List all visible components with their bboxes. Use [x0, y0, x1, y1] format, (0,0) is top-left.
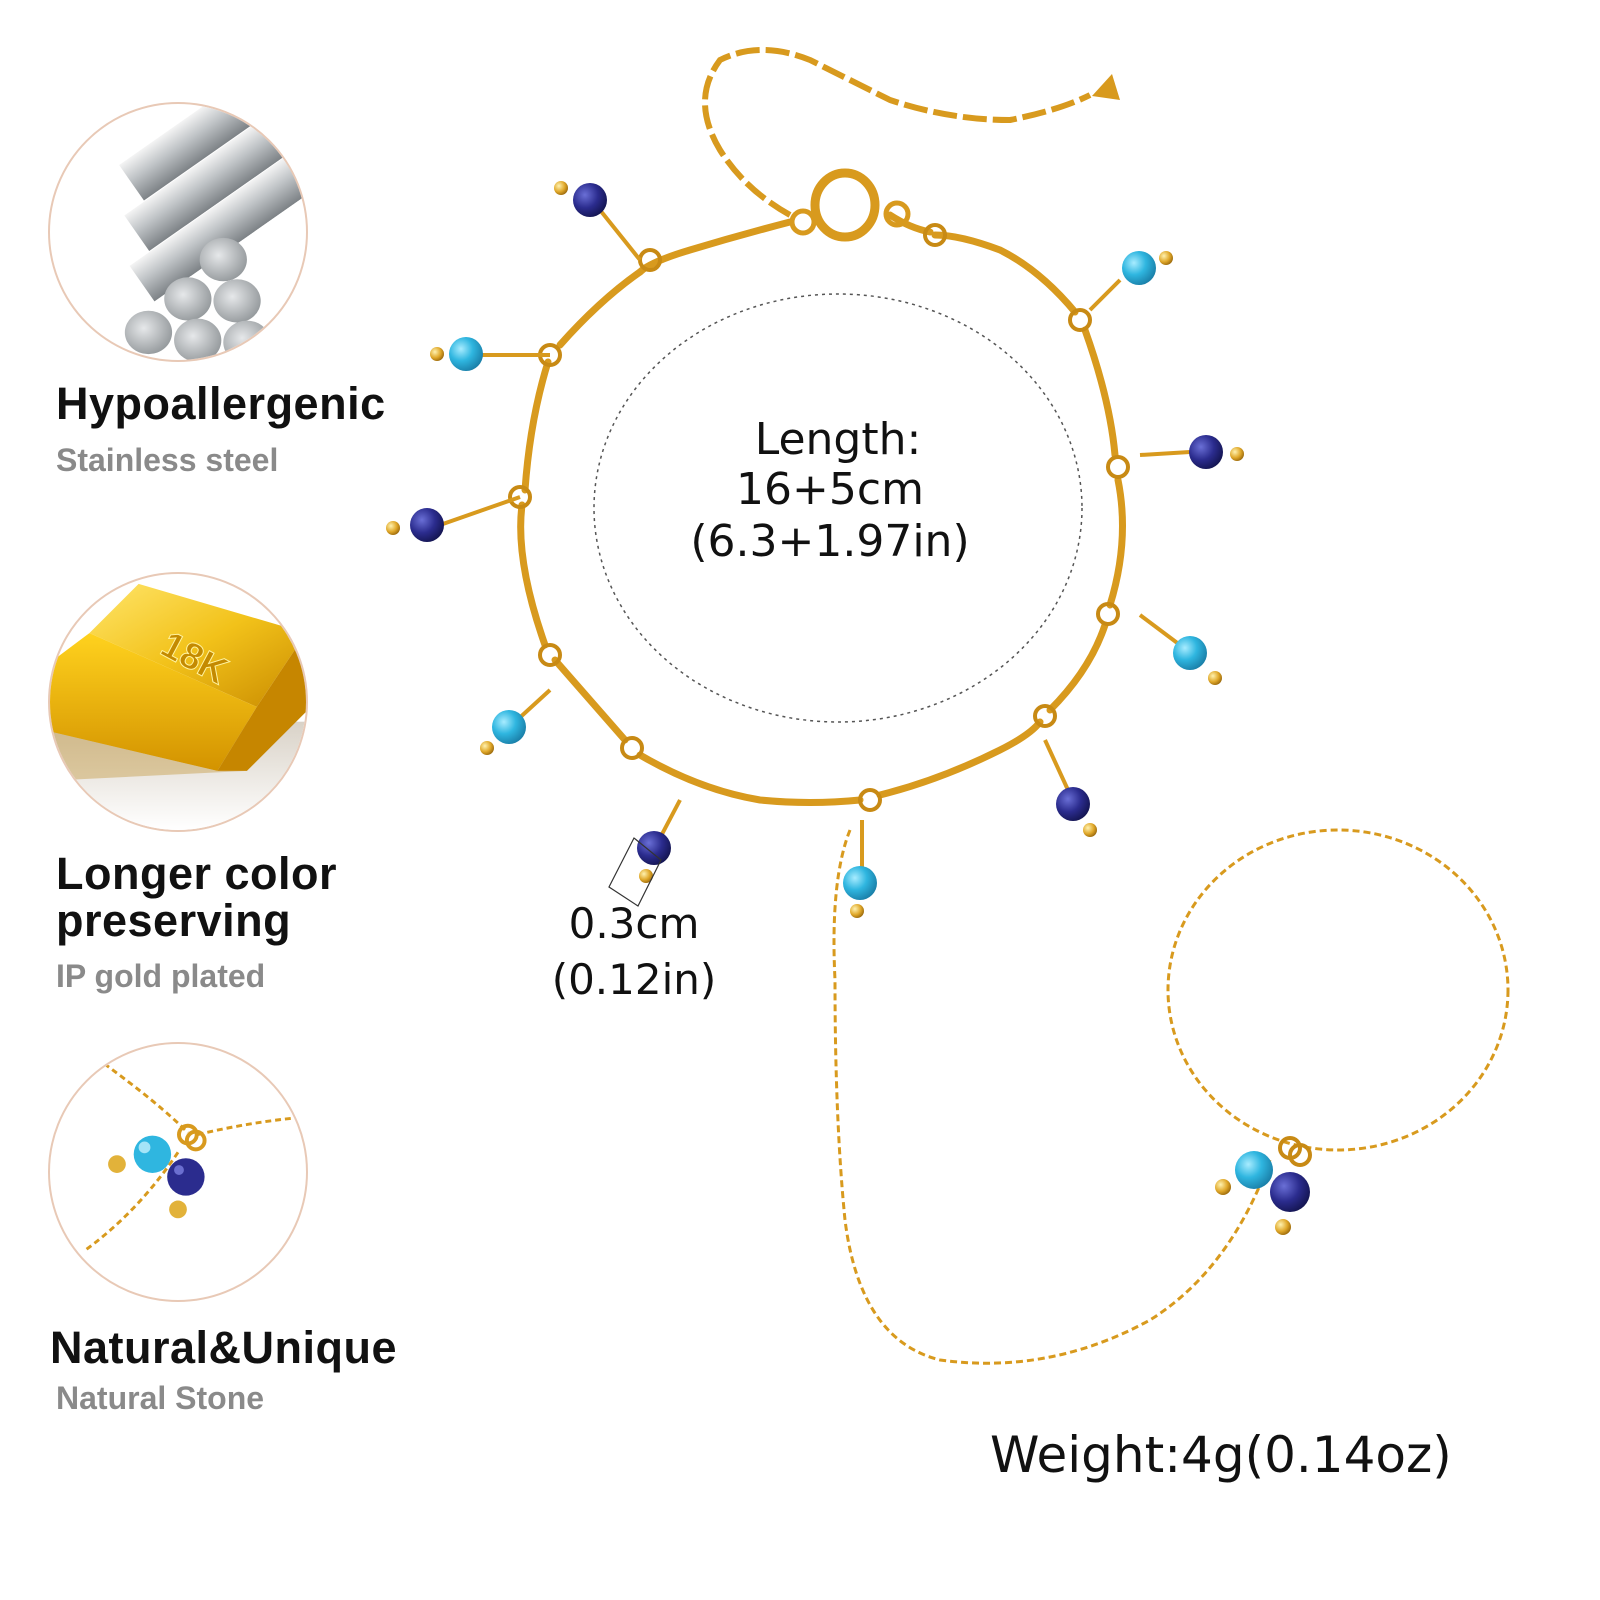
- bracelet-bar-chain: [517, 211, 1126, 806]
- feature-title-hypoallergenic: Hypoallergenic: [56, 378, 386, 429]
- length-label: Length:: [754, 414, 922, 465]
- extender-tip: [1092, 74, 1120, 100]
- finger-ring-chain: [1166, 828, 1510, 1152]
- extender-chain: [702, 47, 1092, 218]
- bracelet-charms: [386, 181, 1244, 918]
- lobster-clasp: [789, 168, 911, 242]
- length-cm-value: 16+5cm: [736, 464, 924, 515]
- weight-label: Weight:4g(0.14oz): [990, 1426, 1452, 1484]
- feature-subtitle-natural-stone: Natural Stone: [56, 1380, 265, 1416]
- feature-title-color-line-2: preserving: [56, 895, 292, 946]
- bead-size-indicator: [608, 837, 662, 907]
- length-guide-circle: [593, 293, 1083, 723]
- stone-charm-icon: [83, 1062, 297, 1252]
- feature-title-color-line-1: Longer color: [56, 848, 338, 899]
- hand-chain: [832, 829, 1272, 1365]
- stone-charm-image: [48, 1042, 308, 1302]
- feature-title-natural-unique: Natural&Unique: [50, 1322, 398, 1373]
- bead-size-in: (0.12in): [551, 955, 717, 1004]
- length-in-value: (6.3+1.97in): [690, 516, 970, 567]
- bead-size-cm: 0.3cm: [568, 899, 700, 948]
- feature-subtitle-stainless-steel: Stainless steel: [56, 442, 279, 478]
- feature-subtitle-ip-gold-plated: IP gold plated: [56, 958, 266, 994]
- ring-charm-cluster: [1215, 1136, 1312, 1235]
